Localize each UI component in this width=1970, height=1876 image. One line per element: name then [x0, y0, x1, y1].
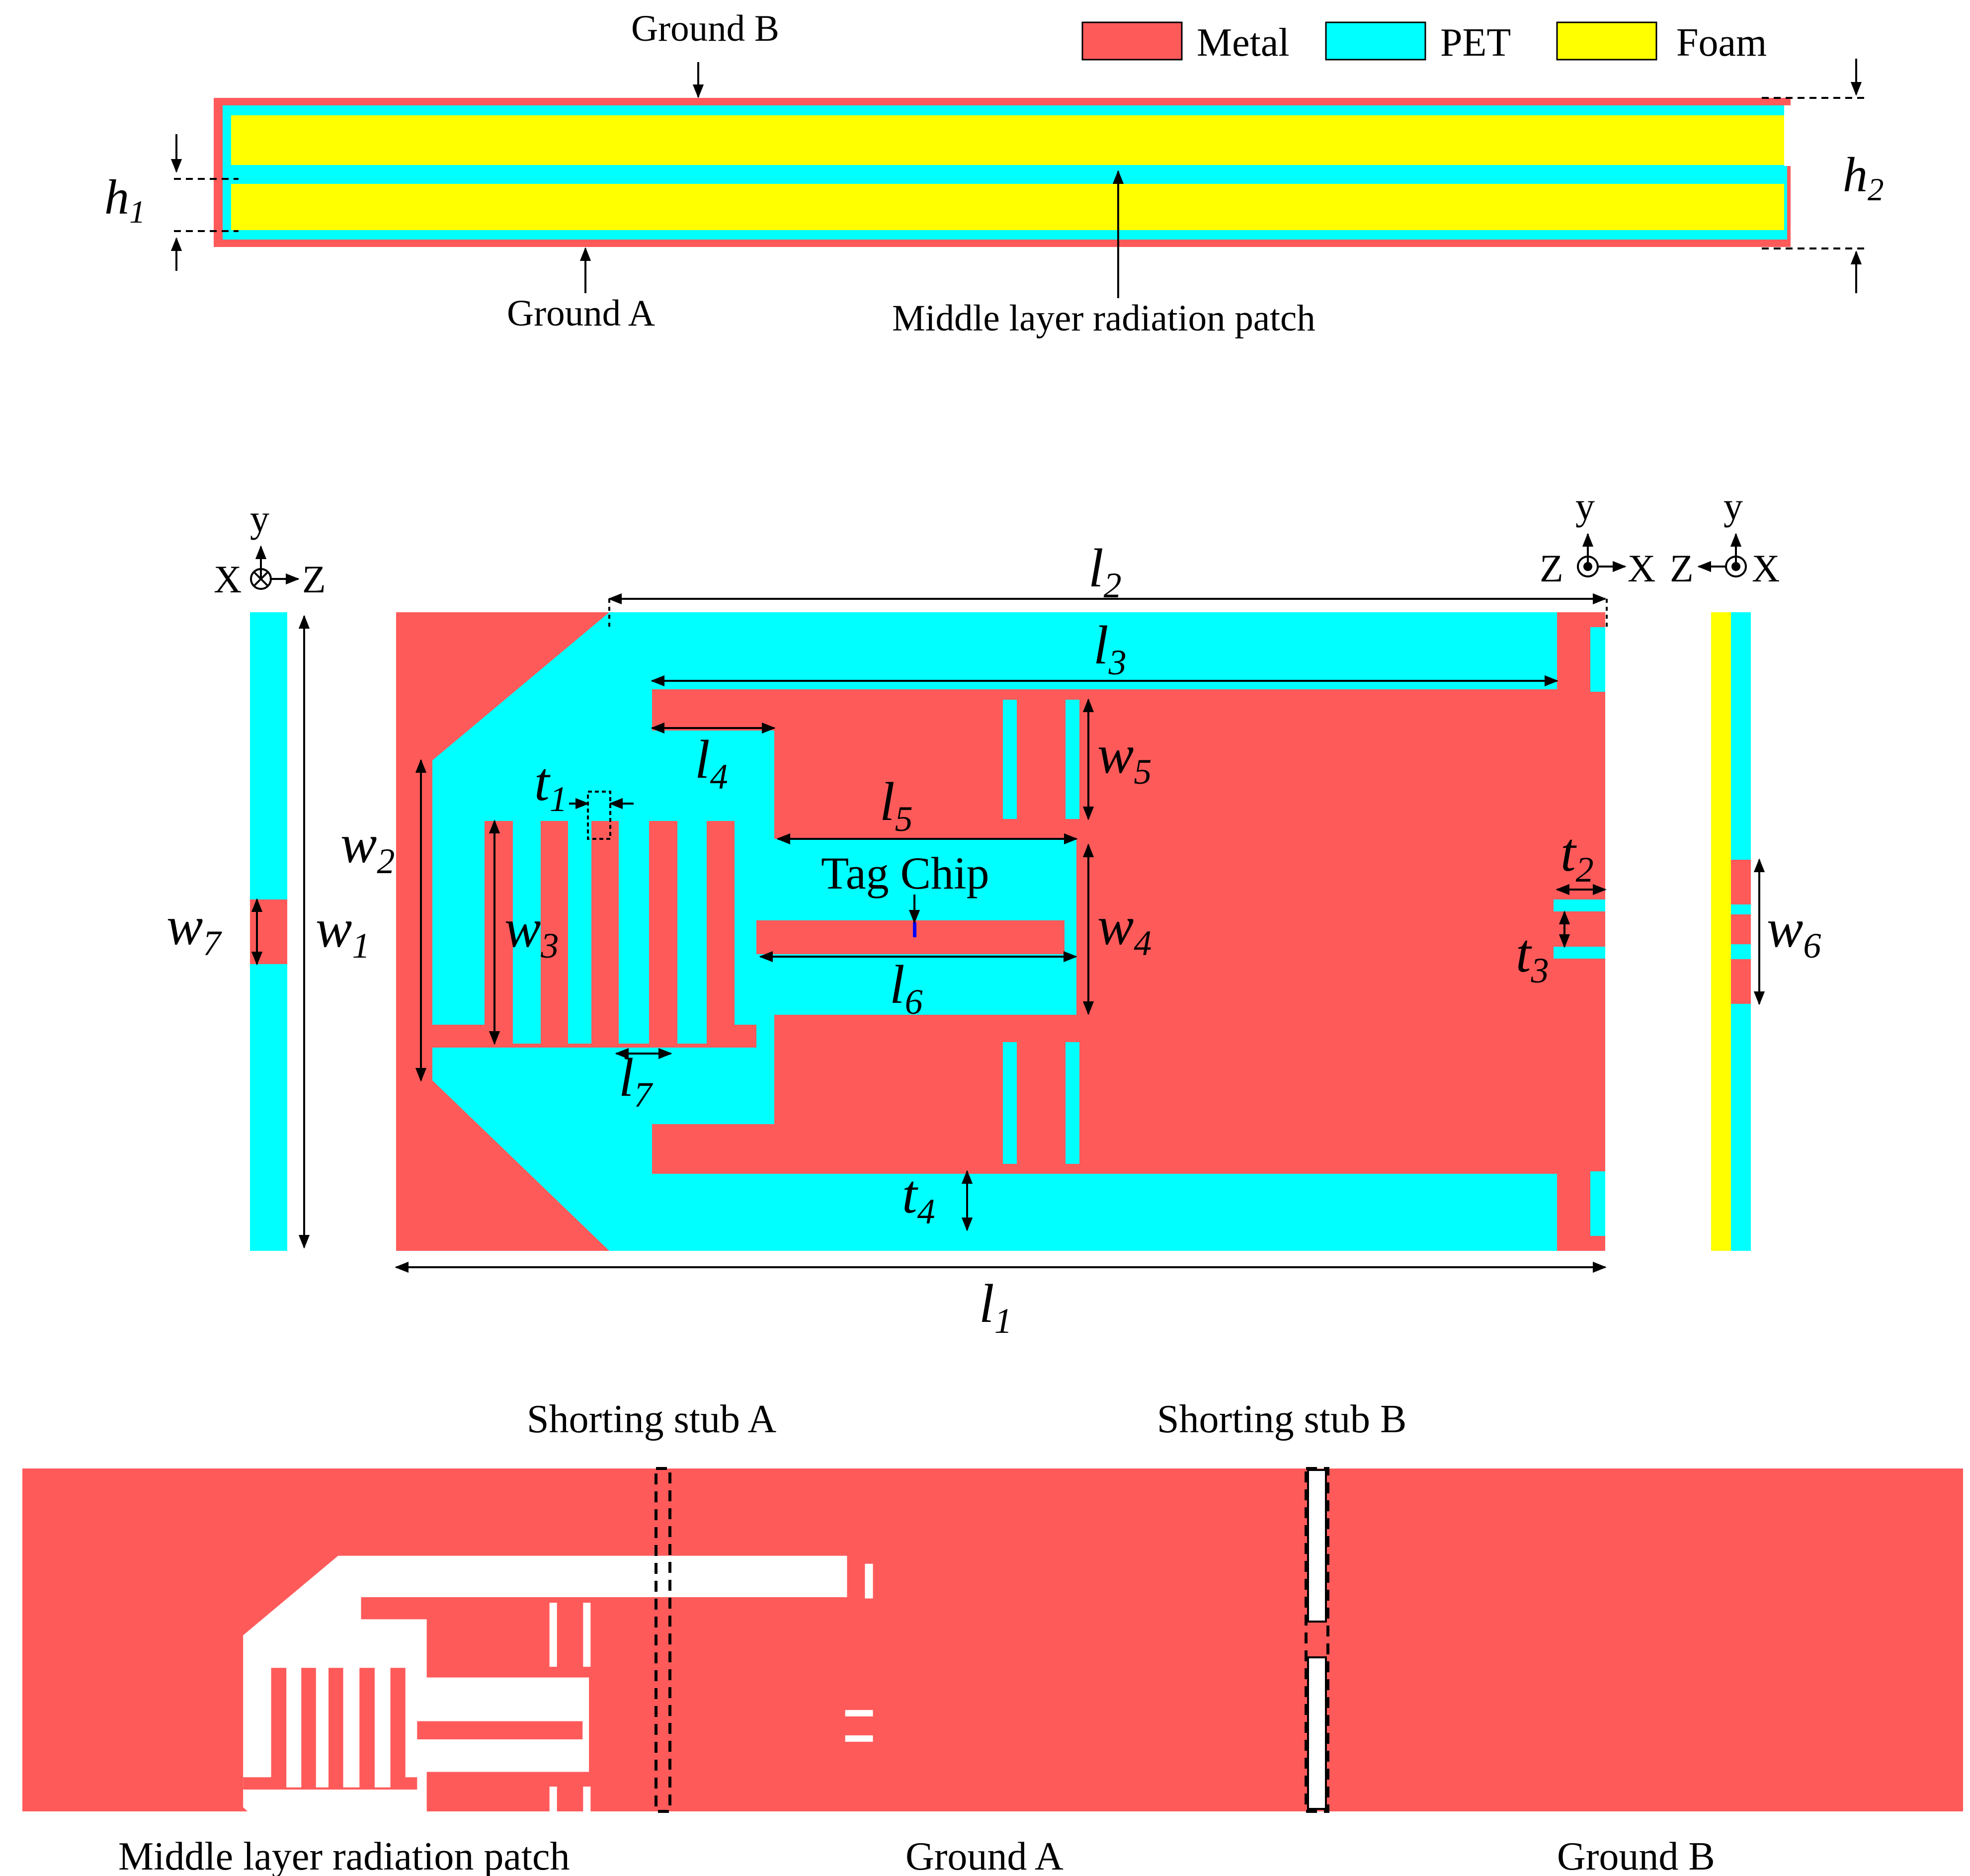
h1-label: h1: [104, 169, 146, 230]
middle-patch-label: Middle layer radiation patch: [892, 298, 1315, 339]
cross-section: Ground B Ground A Middle layer radiation…: [104, 8, 1884, 339]
dim-t4: t4: [902, 1164, 935, 1231]
axis-left-z: Z: [302, 558, 326, 601]
top-view: y X Z y Z X y Z X Tag Chip l1 l2 l3: [166, 485, 1821, 1341]
ground-b-label: Ground B: [631, 8, 779, 49]
dim-w6: w6: [1767, 898, 1821, 966]
dim-w4: w4: [1097, 896, 1151, 963]
dim-l1: l1: [979, 1273, 1012, 1341]
dim-w5: w5: [1097, 724, 1151, 792]
unfolded-ground-b-label: Ground B: [1557, 1835, 1715, 1876]
dim-w2: w2: [340, 814, 395, 881]
ground-a-label: Ground A: [507, 293, 655, 334]
dim-l4: l4: [695, 729, 728, 797]
dim-l5: l5: [880, 771, 913, 839]
stub-a-label: Shorting stub A: [527, 1397, 777, 1441]
legend: Metal PET Foam: [1081, 21, 1767, 65]
unfolded-view: Shorting stub A Shorting stub B Middle l…: [22, 1397, 1963, 1876]
dim-t1: t1: [534, 751, 568, 819]
legend-pet-swatch: [1325, 21, 1426, 61]
dim-l7: l7: [619, 1047, 654, 1115]
axis-mid-z: Z: [1540, 547, 1563, 590]
dim-w7: w7: [166, 896, 222, 963]
legend-metal-swatch: [1081, 21, 1183, 61]
unfolded-ground-a-label: Ground A: [905, 1835, 1064, 1876]
dim-t3: t3: [1516, 923, 1549, 990]
dim-t2: t2: [1560, 822, 1594, 890]
legend-foam-label: Foam: [1676, 21, 1767, 65]
stub-b-label: Shorting stub B: [1157, 1397, 1406, 1441]
legend-foam-swatch: [1556, 21, 1657, 61]
dim-l3: l3: [1093, 615, 1127, 682]
axis-mid-y: y: [1575, 485, 1595, 528]
dim-w1: w1: [316, 898, 370, 966]
axis-right-z: Z: [1670, 547, 1694, 590]
axis-left-x: X: [214, 558, 242, 601]
axis-left-y: y: [250, 497, 269, 540]
legend-pet-label: PET: [1440, 21, 1511, 65]
dim-w3: w3: [504, 898, 559, 966]
unfolded-patch-label: Middle layer radiation patch: [118, 1835, 570, 1876]
axis-mid-x: X: [1628, 547, 1655, 590]
axis-right-x: X: [1752, 547, 1780, 590]
dim-l2: l2: [1088, 538, 1122, 605]
tag-chip-label: Tag Chip: [821, 848, 989, 898]
dim-l6: l6: [890, 954, 923, 1022]
legend-metal-label: Metal: [1197, 21, 1290, 65]
axis-right-y: y: [1724, 485, 1743, 528]
h2-label: h2: [1843, 147, 1884, 208]
